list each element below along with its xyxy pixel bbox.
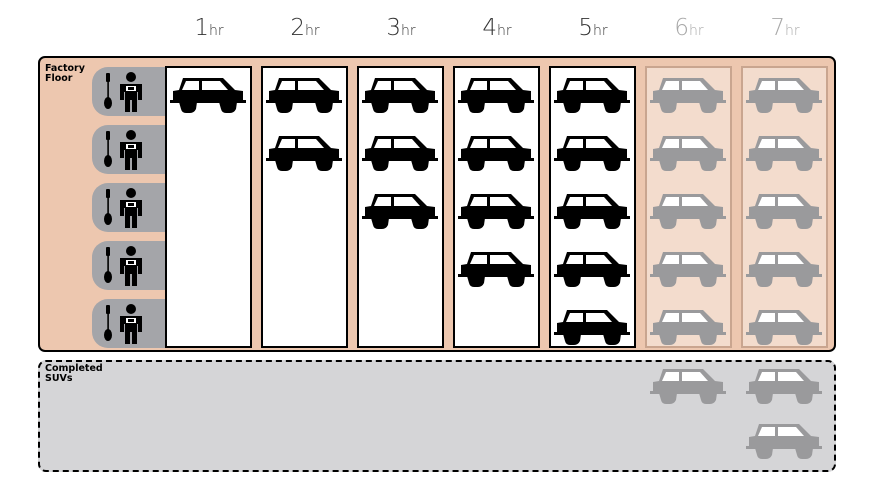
hour-column-1	[165, 66, 252, 348]
hour-label-7: 7hr	[745, 15, 825, 41]
suv-icon	[458, 136, 534, 171]
suv-icon	[746, 78, 822, 113]
hour-unit: hr	[497, 23, 512, 39]
worker-icon	[104, 246, 142, 286]
hour-unit: hr	[209, 23, 224, 39]
hour-label-4: 4hr	[457, 15, 537, 41]
screwdriver-icon	[104, 73, 112, 109]
worker-icon	[104, 304, 142, 344]
completed-suv-icon	[746, 369, 822, 404]
hour-unit: hr	[689, 23, 704, 39]
suv-icon	[170, 78, 246, 113]
screwdriver-icon	[104, 131, 112, 167]
worker-station	[92, 299, 166, 348]
suv-icon	[266, 78, 342, 113]
hour-number: 7	[770, 15, 785, 41]
hour-label-2: 2hr	[265, 15, 345, 41]
worker-icon	[104, 130, 142, 170]
factory-floor-label-line1: Factory	[45, 63, 85, 74]
suv-icon	[554, 78, 630, 113]
suv-icon	[458, 78, 534, 113]
screwdriver-icon	[104, 189, 112, 225]
hour-label-3: 3hr	[361, 15, 441, 41]
completed-suv-icon	[650, 369, 726, 404]
completed-suvs-label-line1: Completed	[45, 363, 103, 374]
completed-suvs-label: Completed SUVs	[45, 364, 103, 384]
hour-number: 1	[194, 15, 209, 41]
suv-icon	[266, 136, 342, 171]
suv-icon	[650, 310, 726, 345]
worker-station	[92, 125, 166, 174]
worker-station	[92, 67, 166, 116]
worker-icon	[104, 72, 142, 112]
factory-floor-label-line2: Floor	[45, 73, 73, 84]
hour-number: 3	[386, 15, 401, 41]
suv-icon	[650, 136, 726, 171]
suv-icon	[554, 252, 630, 287]
screwdriver-icon	[104, 247, 112, 283]
suv-icon	[362, 136, 438, 171]
hour-label-5: 5hr	[553, 15, 633, 41]
hour-number: 6	[674, 15, 689, 41]
suv-icon	[458, 194, 534, 229]
hour-number: 4	[482, 15, 497, 41]
worker-station	[92, 183, 166, 232]
suv-icon	[554, 310, 630, 345]
worker-station	[92, 241, 166, 290]
suv-icon	[650, 78, 726, 113]
suv-icon	[650, 252, 726, 287]
suv-icon	[650, 194, 726, 229]
completed-suv-icon	[746, 424, 822, 459]
hour-column-2	[261, 66, 348, 348]
hour-unit: hr	[785, 23, 800, 39]
suv-icon	[746, 252, 822, 287]
suv-icon	[362, 194, 438, 229]
suv-icon	[746, 310, 822, 345]
suv-icon	[554, 136, 630, 171]
factory-floor-label: Factory Floor	[45, 64, 85, 84]
screwdriver-icon	[104, 305, 112, 341]
hour-number: 5	[578, 15, 593, 41]
hour-unit: hr	[593, 23, 608, 39]
worker-icon	[104, 188, 142, 228]
hour-label-1: 1hr	[169, 15, 249, 41]
suv-icon	[458, 252, 534, 287]
hour-label-6: 6hr	[649, 15, 729, 41]
suv-icon	[746, 194, 822, 229]
hour-number: 2	[290, 15, 305, 41]
completed-suvs-label-line2: SUVs	[45, 373, 73, 384]
suv-icon	[362, 78, 438, 113]
suv-icon	[554, 194, 630, 229]
suv-icon	[746, 136, 822, 171]
hour-unit: hr	[305, 23, 320, 39]
hour-unit: hr	[401, 23, 416, 39]
